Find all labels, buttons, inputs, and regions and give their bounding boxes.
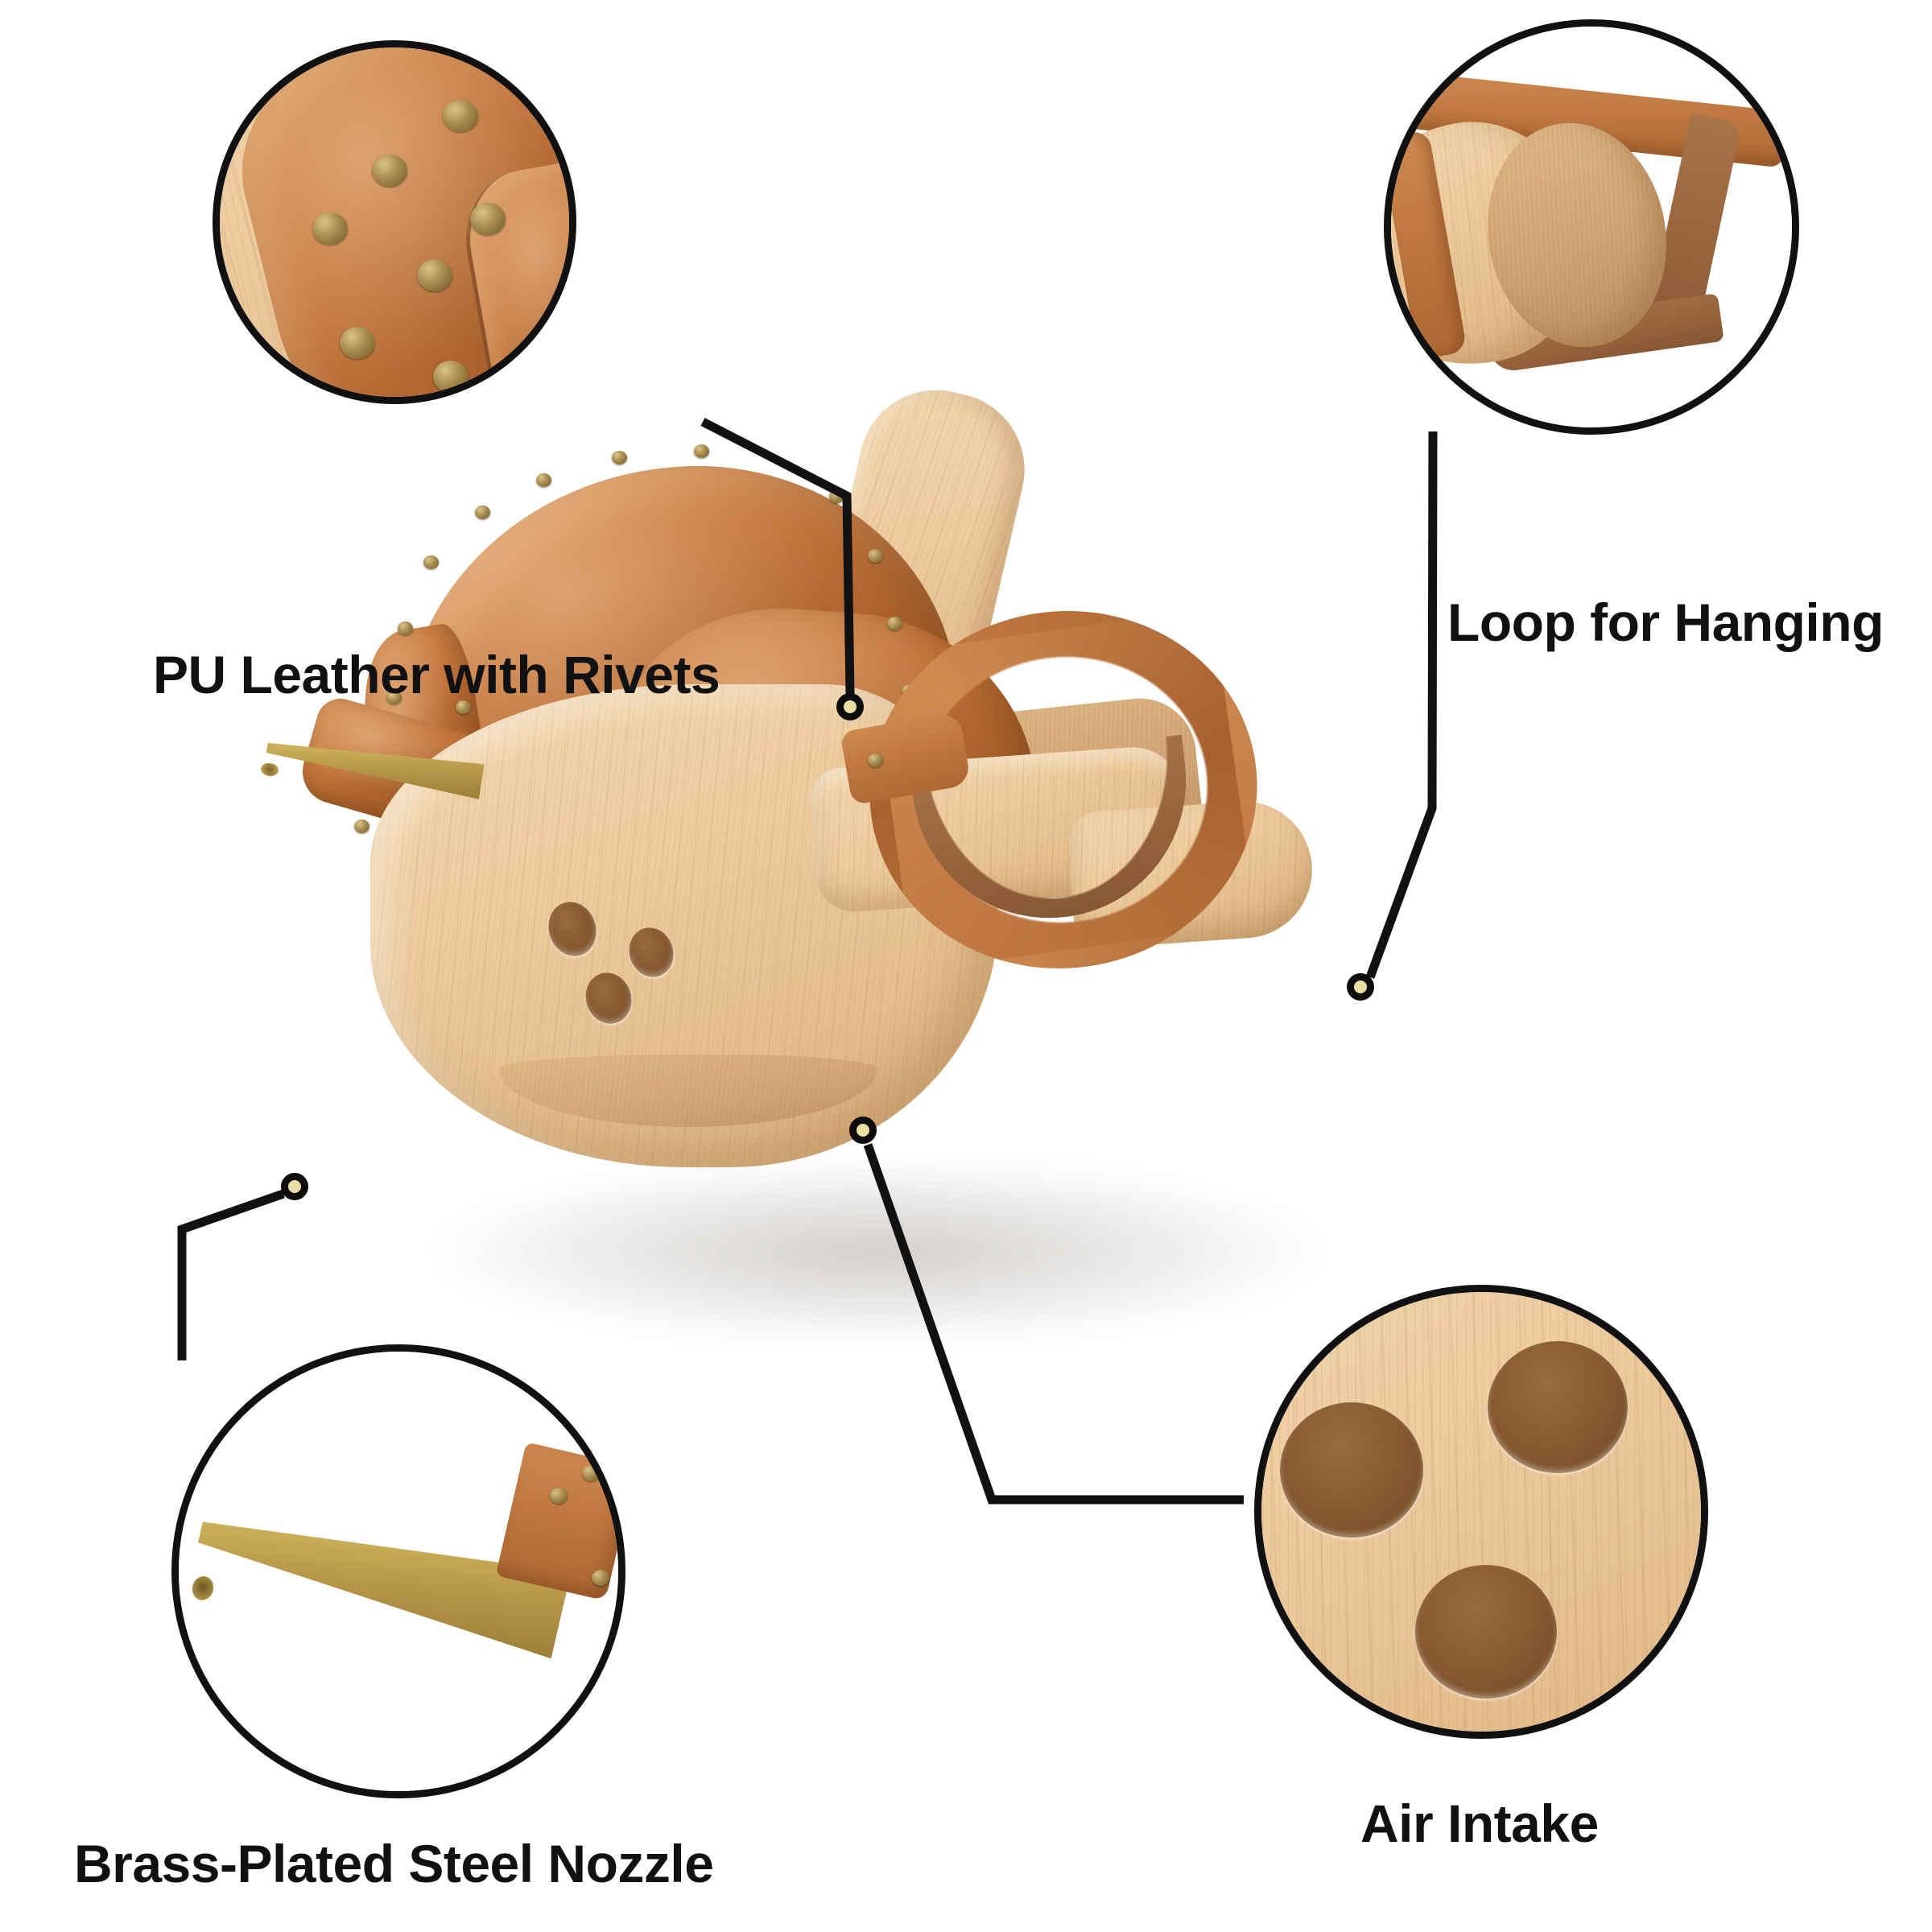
rivet [470,203,506,235]
rivet [887,617,902,630]
rivet [592,1570,609,1586]
rivet [340,327,375,359]
callout-label-pu-leather: PU Leather with Rivets [153,645,720,704]
rivet [694,444,709,458]
rivet [868,753,883,767]
rivet [372,155,407,187]
rivet [443,100,478,132]
rivet [456,700,471,714]
rivet [829,489,844,503]
rivet [868,549,883,563]
air-intake-hole [1415,1565,1557,1699]
rivet [433,361,469,393]
rivet [550,1488,568,1504]
air-intake-hole [1280,1402,1423,1538]
air-intake-hole [1488,1341,1628,1473]
callout-label-air-intake: Air Intake [1360,1794,1599,1853]
rivet [312,213,348,245]
callout-circle-pu-leather[interactable] [213,40,576,404]
leather-hanging-strap [840,585,1328,994]
rivet [417,259,452,291]
rivet [354,819,369,833]
rivet [423,555,439,569]
marker-dot-loop-for-hanging[interactable] [1347,973,1374,1001]
rivet [612,451,627,464]
callout-label-loop-for-hanging: Loop for Hanging [1447,592,1884,652]
marker-dot-brass-nozzle[interactable] [281,1173,308,1200]
callout-circle-air-intake[interactable] [1254,1285,1708,1739]
callout-label-brass-nozzle: Brass-Plated Steel Nozzle [74,1834,714,1893]
marker-dot-air-intake[interactable] [849,1117,877,1144]
crop-brass-tip-bore [189,1574,217,1603]
rivet [398,621,413,635]
rivet [536,473,551,487]
callout-circle-loop-for-hanging[interactable] [1384,19,1799,435]
rivet [475,506,490,519]
rivet [582,1465,600,1481]
brass-nozzle-tip [259,762,280,778]
product-drop-shadow [427,1159,1328,1344]
rivet [386,691,402,704]
leader-line-brass-nozzle [177,1189,285,1360]
marker-dot-pu-leather[interactable] [836,693,864,720]
callout-circle-brass-nozzle[interactable] [171,1344,625,1798]
